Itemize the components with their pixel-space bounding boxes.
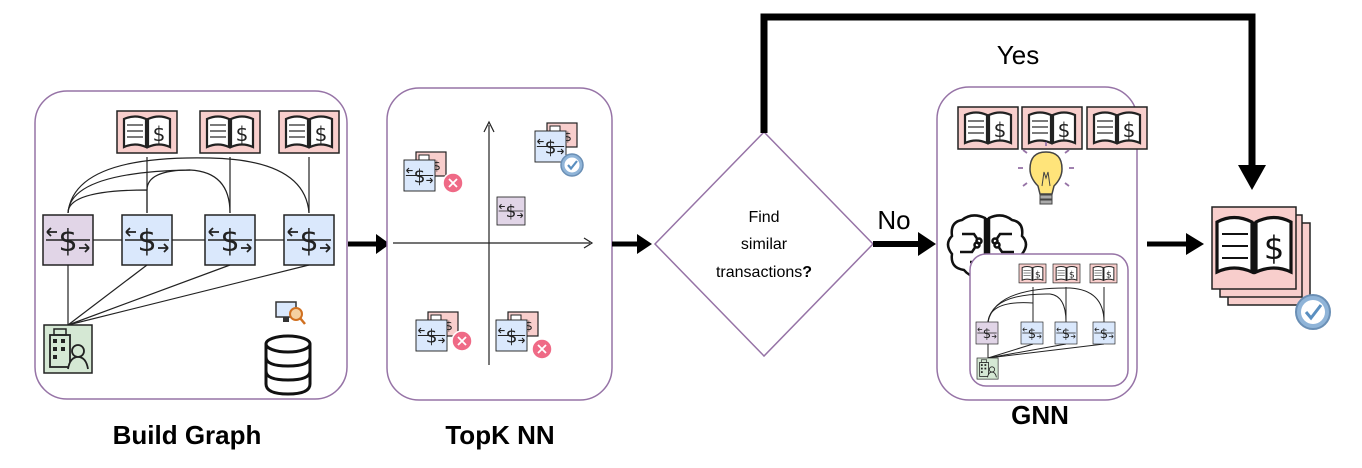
book-dollar-icon xyxy=(1085,105,1149,151)
transaction-icon xyxy=(975,321,999,345)
decision-line-2: similar xyxy=(741,236,788,253)
svg-text:$: $ xyxy=(1264,229,1284,267)
no-label: No xyxy=(877,205,910,235)
transaction-icon xyxy=(121,214,173,266)
gnn-inner-graph xyxy=(969,253,1129,387)
decision-line-1: Find xyxy=(748,209,779,226)
query-transaction xyxy=(496,196,526,226)
book-dollar-icon xyxy=(956,105,1020,151)
database-icon xyxy=(264,334,312,396)
build-graph-panel xyxy=(34,90,348,400)
topk-nn-panel xyxy=(386,87,613,401)
company-entity-icon xyxy=(976,357,999,380)
book-dollar-icon xyxy=(1020,105,1084,151)
stage-label-build-graph: Build Graph xyxy=(113,420,262,450)
yes-label: Yes xyxy=(997,40,1039,70)
lightbulb-icon xyxy=(1018,142,1074,205)
graph-edges xyxy=(67,157,310,326)
stage-label-gnn: GNN xyxy=(1011,400,1069,430)
company-entity-icon xyxy=(43,324,93,374)
transaction-icon xyxy=(1020,321,1044,345)
book-dollar-icon xyxy=(277,109,341,155)
transaction-icon xyxy=(1092,321,1116,345)
decision-line-3: transactions? xyxy=(716,264,812,281)
decision-diamond: Find similar transactions? xyxy=(653,130,875,358)
search-monitor-icon xyxy=(275,301,306,325)
book-dollar-icon xyxy=(1089,263,1118,284)
gnn-panel xyxy=(936,86,1149,401)
transaction-icon xyxy=(283,214,335,266)
transaction-icon xyxy=(1054,321,1078,345)
book-dollar-icon xyxy=(115,109,179,155)
book-dollar-icon xyxy=(198,109,262,155)
transaction-icon xyxy=(204,214,256,266)
check-icon xyxy=(1295,294,1331,330)
book-dollar-icon xyxy=(1052,263,1081,284)
output-books: $ xyxy=(1211,206,1331,330)
book-dollar-icon xyxy=(1018,263,1047,284)
yes-branch-arrow xyxy=(760,13,1256,172)
book-dollar-icon: $ xyxy=(1211,206,1297,290)
transaction-icon xyxy=(42,214,94,266)
stage-label-topk-nn: TopK NN xyxy=(445,420,554,450)
